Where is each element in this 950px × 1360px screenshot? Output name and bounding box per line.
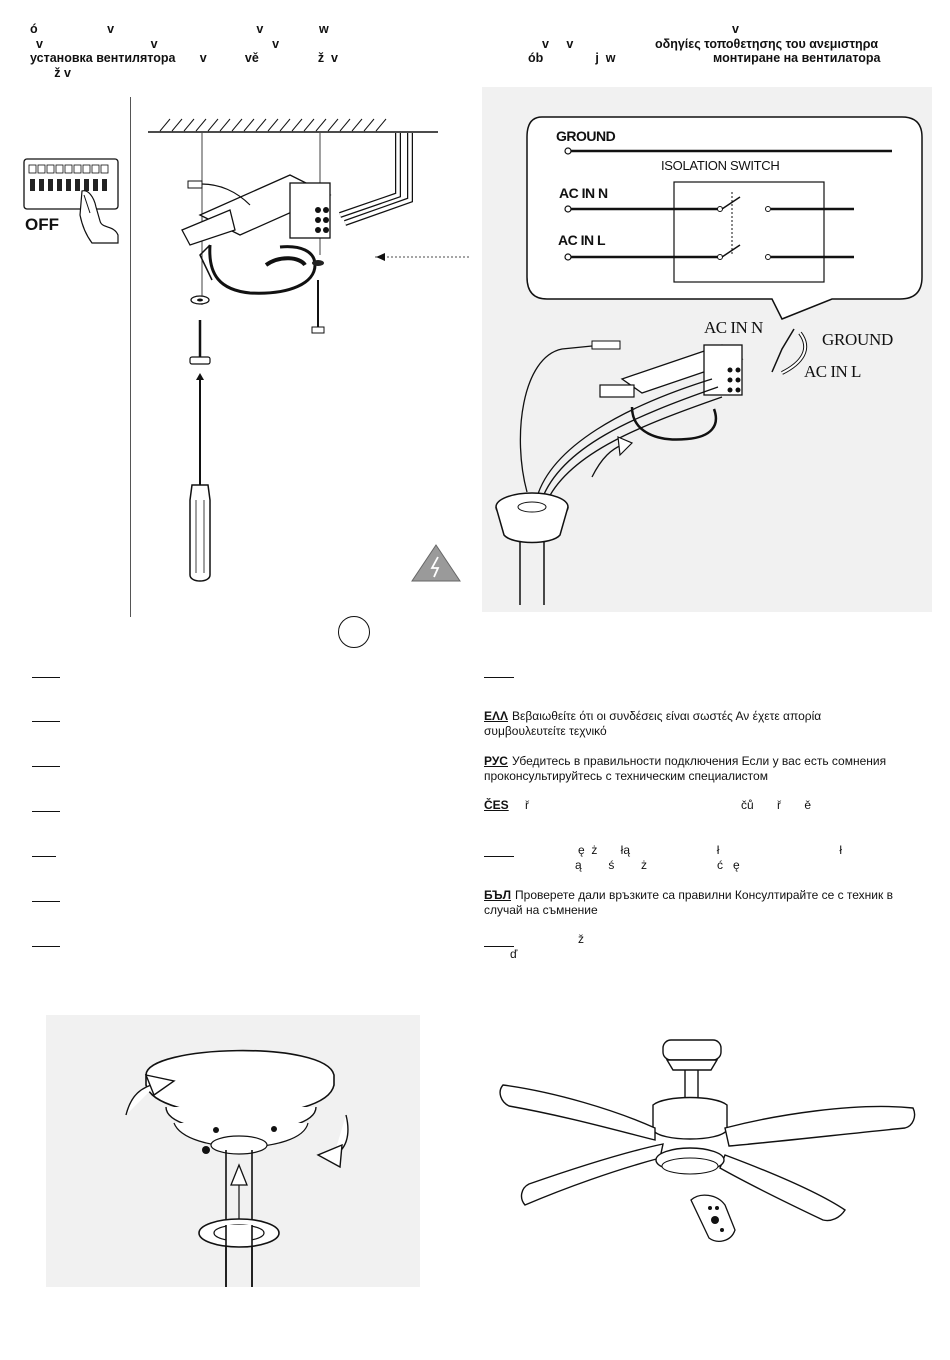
instruction-bulgarian-text: Проверете дали връзките са правилни Конс… [484, 888, 893, 917]
lang-code-underline-4 [32, 811, 60, 812]
lang-code-underline-5 [32, 856, 56, 857]
step-number-circle [338, 616, 370, 648]
canopy-illustration [46, 1015, 420, 1287]
lang-code-underline-1 [32, 677, 60, 678]
header-left-line2: v v v [36, 37, 280, 51]
wiring-drawing [495, 116, 923, 605]
panel-divider [130, 97, 131, 617]
wiring-ac-in-n-label: AC IN N [559, 185, 608, 201]
instruction-czech-fragment-2: čů ř ě [741, 798, 812, 812]
callout-ground-label: GROUND [822, 330, 893, 349]
canopy-drawing [125, 1049, 349, 1287]
lang-code-underline-6 [32, 901, 60, 902]
header-left-line3: установка вентилятора v vě ž v [30, 51, 339, 65]
ceiling-fan-drawing [499, 1039, 916, 1242]
header-right-line2: v v [542, 37, 574, 51]
wiring-ac-in-l-label: AC IN L [558, 232, 606, 248]
ceiling-fan-illustration [495, 1030, 920, 1255]
wiring-ground-label: GROUND [556, 128, 616, 144]
wiring-isolation-switch-label: ISOLATION SWITCH [661, 158, 780, 173]
bracket-drawing [148, 118, 515, 582]
header-right-line3: ób j w [528, 51, 616, 65]
circuit-breaker-illustration [22, 155, 122, 245]
off-label: OFF [25, 215, 59, 234]
lang-code-russian: РУС [484, 754, 508, 768]
instruction-russian-text: Убедитесь в правильности подключения Есл… [484, 754, 887, 783]
instruction-polish-fragment-2: ą ś ż ć ę [575, 858, 740, 872]
lang-code-bulgarian: БЪЛ [484, 888, 512, 902]
header-title-greek: οδηγίες τοποθετησης του ανεμιστηρα [655, 37, 879, 51]
lang-code-underline-9 [484, 856, 514, 857]
instruction-last-fragment-2: ď [510, 947, 518, 961]
instruction-czech-fragment-1: ř [525, 798, 529, 812]
header-title-bulgarian: монтиране на вентилатора [713, 51, 881, 65]
lang-code-underline-10 [484, 946, 514, 947]
callout-ac-in-l-label: AC IN L [804, 362, 861, 381]
lang-code-greek: ΕΛΛ [484, 709, 509, 723]
lang-code-underline-8 [484, 677, 514, 678]
header-right-line1: v [732, 22, 739, 36]
callout-ac-in-n-label: AC IN N [704, 318, 763, 337]
instruction-czech: ČES [484, 798, 513, 813]
lang-code-underline-3 [32, 766, 60, 767]
wiring-illustration [482, 87, 932, 612]
header-left-line4: ž v [30, 66, 71, 80]
header-left-line1: ó v v w [30, 22, 329, 36]
instruction-last-fragment-1: ž [578, 932, 584, 946]
lang-code-underline-2 [32, 721, 60, 722]
breaker-panel-icon [23, 158, 119, 244]
lang-code-underline-7 [32, 946, 60, 947]
bracket-mounting-illustration [140, 105, 515, 595]
lang-code-czech: ČES [484, 798, 509, 812]
instruction-greek-text: Βεβαιωθείτε ότι οι συνδέσεις είναι σωστέ… [484, 709, 822, 738]
instruction-polish-fragment-1: ę ż łą ł ł [578, 843, 843, 857]
